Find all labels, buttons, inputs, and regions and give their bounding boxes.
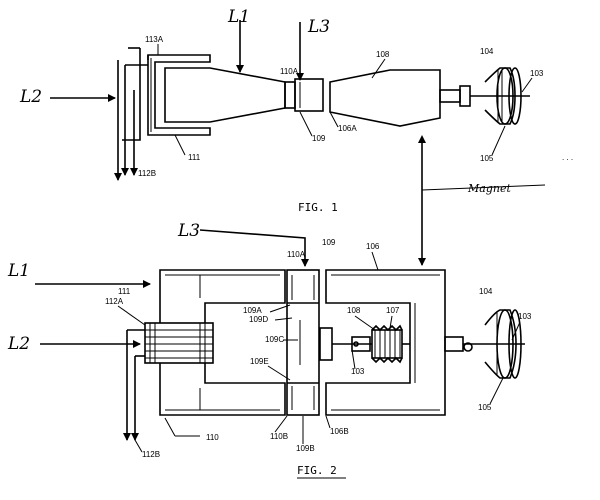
- ref-106B-fig2: 106B: [330, 427, 349, 436]
- ref-104-fig2: 104: [479, 287, 493, 296]
- ref-104: 104: [480, 47, 494, 56]
- ref-106-fig2: 106: [366, 242, 380, 251]
- ref-111: 111: [188, 153, 201, 162]
- ref-109C-fig2: 109C: [265, 335, 284, 344]
- ref-106A: 106A: [338, 124, 357, 133]
- ref-108: 108: [376, 50, 390, 59]
- ref-110A: 110A: [280, 67, 299, 76]
- handwritten-l1: L1: [227, 7, 250, 27]
- ref-112B-fig2: 112B: [142, 450, 160, 459]
- handwritten-l3-fig2: L3: [177, 221, 200, 241]
- pulley-104: [439, 67, 530, 125]
- ref-108-fig2: 108: [347, 306, 361, 315]
- left-core-111: [147, 54, 211, 136]
- ref-109E-fig2: 109E: [250, 357, 269, 366]
- ref-107-fig2: 107: [386, 306, 400, 315]
- ref-109D-fig2: 109D: [249, 315, 268, 324]
- gap-block-109: [284, 78, 324, 112]
- handwritten-l1-fig2: L1: [7, 261, 30, 281]
- coil-113A: [114, 47, 148, 181]
- coil-112A: [123, 322, 214, 441]
- stray-dots: . . .: [562, 153, 573, 162]
- handwritten-magnet: Magnet: [467, 182, 511, 195]
- ref-109: 109: [312, 134, 326, 143]
- ref-110A-fig2: 110A: [287, 250, 306, 259]
- ref-112A-fig2: 112A: [105, 297, 124, 306]
- figure-1: L1 L3 L2 113A 110A 108 104 103 111 112B …: [19, 7, 573, 266]
- left-core-110: [159, 269, 286, 416]
- left-taper-pole: [164, 67, 286, 123]
- ref-109B-fig2: 109B: [296, 444, 315, 453]
- ref-110-fig2: 110: [206, 433, 219, 442]
- ref-103b-fig2: 103: [351, 367, 365, 376]
- fig1-caption: FIG. 1: [298, 201, 338, 214]
- ref-111-fig2: 111: [118, 287, 131, 296]
- gear-108-107: [319, 324, 410, 364]
- ref-112B: 112B: [138, 169, 156, 178]
- right-taper-pole-108: [329, 69, 441, 127]
- ref-105: 105: [480, 154, 494, 163]
- ref-113A: 113A: [145, 35, 164, 44]
- figure-2: L3 L1 L2 110A 109 106 111 112A 109A 109D…: [7, 221, 532, 479]
- ref-103a-fig2: 103: [518, 312, 532, 321]
- handwritten-l2-fig2: L2: [7, 334, 30, 354]
- right-core-106: [325, 269, 446, 416]
- ref-109-fig2: 109: [322, 238, 336, 247]
- gap-block-109: [286, 269, 320, 416]
- ref-103: 103: [530, 69, 544, 78]
- ref-109A-fig2: 109A: [243, 306, 262, 315]
- handwritten-l2: L2: [19, 87, 42, 107]
- pulley-104-fig2: [444, 309, 525, 379]
- ref-105-fig2: 105: [478, 403, 492, 412]
- handwritten-l3: L3: [307, 17, 330, 37]
- fig2-caption: FIG. 2: [297, 464, 337, 477]
- ref-110B-fig2: 110B: [270, 432, 288, 441]
